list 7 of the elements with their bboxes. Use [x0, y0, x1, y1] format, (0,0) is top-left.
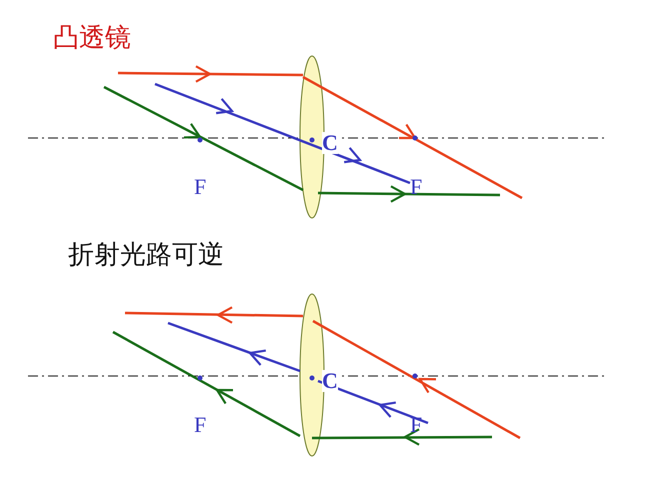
point-label: F — [410, 176, 422, 198]
point-label: C — [322, 132, 338, 154]
point-label: F — [194, 176, 206, 198]
point-label: C — [322, 370, 338, 392]
heading: 折射光路可逆 — [68, 242, 224, 268]
point-label: F — [194, 414, 206, 436]
title: 凸透镜 — [53, 25, 131, 51]
